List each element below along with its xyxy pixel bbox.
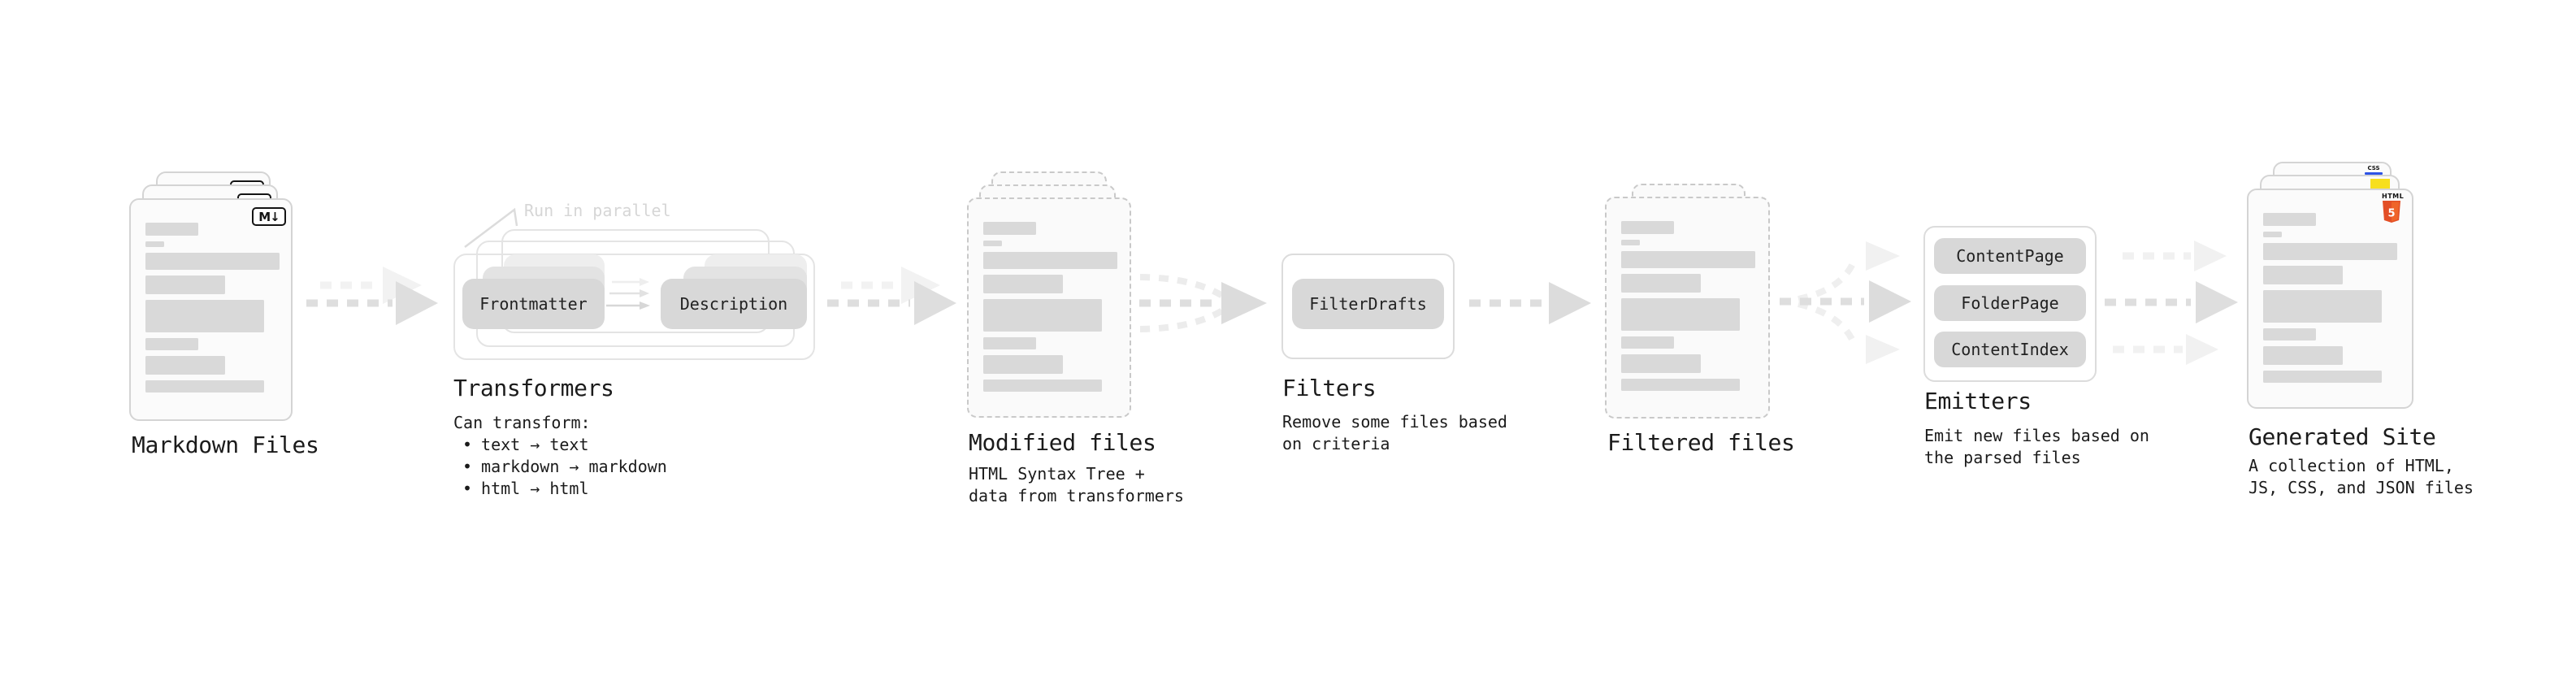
placeholder-bar — [145, 223, 198, 236]
document-placeholder-lines — [145, 223, 280, 393]
arrow-transformers-to-modified — [827, 267, 956, 325]
placeholder-bar — [1621, 336, 1674, 349]
placeholder-bar — [983, 380, 1102, 392]
document-placeholder-lines — [983, 222, 1117, 392]
placeholder-bar — [2263, 243, 2397, 260]
bullet-glyph: • — [462, 457, 473, 476]
modified-files-desc-line2: data from transformers — [969, 486, 1184, 505]
placeholder-bar — [145, 338, 198, 350]
placeholder-bar — [983, 222, 1036, 235]
placeholder-bar — [2263, 346, 2343, 365]
js-icon — [2370, 179, 2390, 189]
css-icon-underline — [2365, 172, 2383, 175]
run-in-parallel-note: Run in parallel — [524, 201, 671, 220]
placeholder-bar — [1621, 251, 1755, 268]
stage-title-filtered-files: Filtered files — [1607, 429, 1795, 456]
placeholder-bar — [2263, 290, 2382, 323]
transformer-pill-frontmatter: Frontmatter — [462, 279, 605, 329]
placeholder-bar — [2263, 328, 2316, 340]
svg-text:5: 5 — [2387, 208, 2395, 220]
stage-title-transformers: Transformers — [453, 375, 614, 401]
transformer-pill-description: Description — [661, 279, 807, 329]
placeholder-bar — [983, 337, 1036, 349]
emitters-desc-line2: the parsed files — [1924, 448, 2081, 467]
markdown-file-card: M↓ — [129, 198, 293, 421]
placeholder-bar — [1621, 240, 1640, 245]
placeholder-bar — [983, 275, 1063, 293]
transform-bullet-text: • text → text — [462, 435, 589, 454]
generated-file-card: HTML 5 — [2247, 189, 2413, 409]
emitter-pill-contentindex: ContentIndex — [1934, 332, 2086, 367]
placeholder-bar — [145, 241, 164, 247]
arrow-markdown-to-transformers — [306, 267, 438, 325]
placeholder-bar — [2263, 213, 2316, 226]
html5-shield: 5 — [2383, 201, 2400, 223]
placeholder-bar — [145, 275, 225, 294]
placeholder-bar — [145, 356, 225, 375]
generated-site-desc-line1: A collection of HTML, — [2249, 456, 2454, 475]
modified-files-desc-line1: HTML Syntax Tree + — [969, 464, 1145, 484]
markdown-icon: M↓ — [252, 207, 286, 226]
emitter-pill-contentpage: ContentPage — [1934, 238, 2086, 274]
bullet-glyph: • — [462, 479, 473, 498]
placeholder-bar — [1621, 221, 1674, 234]
bullet-glyph: • — [462, 435, 473, 454]
css-icon: CSS — [2365, 166, 2383, 175]
placeholder-bar — [1621, 274, 1701, 293]
placeholder-bar — [145, 253, 280, 270]
stage-title-markdown-files: Markdown Files — [132, 432, 319, 458]
filters-desc-line2: on criteria — [1282, 434, 1390, 453]
transform-bullet-markdown: • markdown → markdown — [462, 457, 667, 476]
placeholder-bar — [145, 380, 264, 393]
placeholder-bar — [1621, 379, 1740, 391]
stage-title-generated-site: Generated Site — [2249, 423, 2436, 450]
filter-pill-filterdrafts: FilterDrafts — [1292, 279, 1444, 329]
placeholder-bar — [2263, 371, 2382, 383]
modified-file-card — [967, 197, 1131, 418]
arrow-filters-to-filtered — [1469, 282, 1591, 324]
emitter-pill-folderpage: FolderPage — [1934, 285, 2086, 321]
document-placeholder-lines — [1621, 221, 1755, 391]
emitters-desc-line1: Emit new files based on — [1924, 426, 2149, 445]
placeholder-bar — [2263, 266, 2343, 284]
html5-icon: HTML 5 — [2382, 193, 2404, 223]
stage-title-emitters: Emitters — [1924, 388, 2032, 414]
transformers-box-front — [453, 254, 815, 360]
filters-desc-line1: Remove some files based — [1282, 412, 1507, 432]
generated-site-desc-line2: JS, CSS, and JSON files — [2249, 478, 2474, 497]
placeholder-bar — [145, 300, 264, 332]
placeholder-bar — [983, 355, 1063, 374]
arrow-emitters-to-generated — [2105, 241, 2238, 365]
stage-title-filters: Filters — [1282, 375, 1377, 401]
stage-title-modified-files: Modified files — [969, 429, 1156, 456]
transformers-desc-heading: Can transform: — [453, 413, 591, 432]
document-placeholder-lines — [2263, 213, 2397, 383]
arrow-modified-to-filters-merge — [1139, 274, 1267, 332]
arrow-filtered-to-emitters-split — [1780, 241, 1911, 364]
transform-bullet-html: • html → html — [462, 479, 589, 498]
placeholder-bar — [1621, 298, 1740, 331]
placeholder-bar — [2263, 232, 2282, 237]
placeholder-bar — [983, 241, 1002, 246]
placeholder-bar — [1621, 354, 1701, 373]
placeholder-bar — [983, 252, 1117, 269]
filtered-file-card — [1605, 197, 1770, 419]
placeholder-bar — [983, 299, 1102, 332]
